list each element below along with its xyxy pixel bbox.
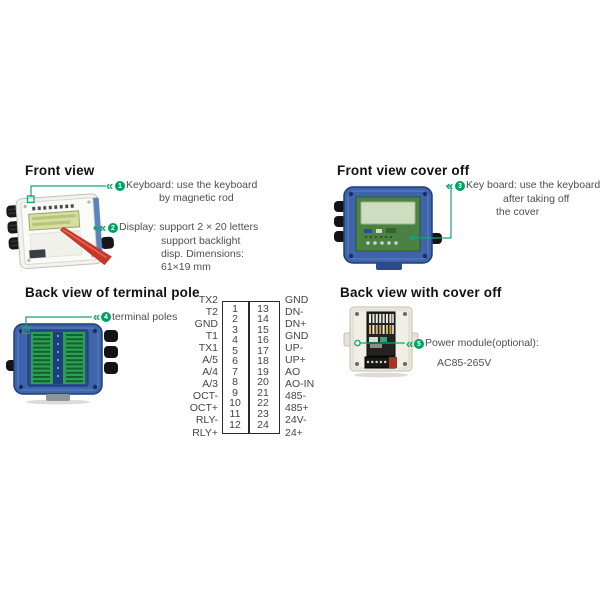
terminal-right-label: AO-IN [285,378,315,391]
terminal-left-label: TX1 [198,342,218,355]
terminal-pin-number: 5 [232,344,238,357]
front-view-cover-off-device-illustration [334,186,442,270]
model-label-marks [32,204,74,211]
terminal-pin-number: 17 [257,344,269,357]
terminal-right-label: UP+ [285,354,306,367]
terminal-pin-number: 12 [229,418,241,431]
annotation-3-badge: 3 [455,181,465,191]
annotation-1-line-2: by magnetic rod [159,192,234,204]
exposed-pcb [355,196,421,252]
terminal-right-label: GND [285,294,309,306]
terminal-pin-number: 13 [257,302,269,315]
terminal-right-labels: GND DN- DN+ GND UP- UP+ AO AO-IN 485- 48… [285,294,330,439]
annotation-2-line-1: Display: support 2 × 20 letters [119,221,259,233]
guillemet-mark-5: « [406,336,414,351]
terminal-pin-number: 18 [257,355,269,368]
terminal-right-numbers: 13 14 15 16 17 18 19 20 21 22 23 24 [250,302,276,431]
back-view-terminal-title: Back view of terminal pole [25,285,200,300]
annotation-2-line-2: support backlight [161,235,241,247]
terminal-pin-number: 22 [257,397,269,410]
guillemet-mark-4: « [93,309,101,324]
terminal-pin-number: 9 [232,386,238,399]
annotation-2-badge: 2 [108,223,118,233]
annotation-5-line-1: Power module(optional): [425,337,539,349]
terminal-left-label: T2 [205,306,218,319]
terminal-left-label: TX2 [198,294,218,306]
terminal-pin-number: 16 [257,334,269,347]
annotation-3-line-2: after taking off [503,193,570,205]
terminal-left-numbers: 1 2 3 4 5 6 7 8 9 10 11 12 [224,302,246,431]
terminal-pin-number: 10 [229,397,241,410]
terminal-pin-number: 8 [232,376,238,389]
annotation-2-line-4: 61×19 mm [161,261,211,273]
terminal-right-label: GND [285,330,309,343]
annotation-4-badge: 4 [101,312,111,322]
cable-glands [6,205,115,250]
terminal-strip [364,356,397,369]
front-view-cover-off-device-photo [334,181,446,275]
back-view-cover-off-device-photo [342,301,422,389]
keyboard-buttons [366,241,398,245]
terminal-right-label: 485- [285,390,307,403]
terminal-pin-number: 6 [232,355,238,368]
terminal-left-label: OCT+ [189,402,218,415]
magnetic-rod [59,226,112,266]
terminal-left-label: A/5 [202,354,218,367]
terminal-pin-number: 21 [257,386,269,399]
front-view-cover-off-title: Front view cover off [337,163,470,178]
back-view-cover-off-title: Back view with cover off [340,285,502,300]
terminal-right-label: UP- [285,342,304,355]
back-view-terminal-device-illustration [6,323,118,405]
terminal-pin-number: 4 [232,334,238,347]
terminal-pin-number: 23 [257,407,269,420]
terminal-right-label: DN+ [285,318,307,331]
terminal-left-labels: TX2 T2 GND T1 TX1 A/5 A/4 A/3 OCT- OCT+ … [183,294,218,439]
terminal-pin-number: 7 [232,365,238,378]
terminal-left-label: A/4 [202,366,218,379]
terminal-block-area [27,329,89,387]
terminal-right-label: 485+ [285,402,309,415]
annotation-5-badge: 5 [414,339,424,349]
terminal-right-label: 24+ [285,426,303,439]
terminal-pin-number: 11 [229,407,241,420]
annotation-2-line-3: disp. Dimensions: [161,248,244,260]
terminal-left-label: A/3 [202,378,218,391]
front-view-title: Front view [25,163,95,178]
terminal-left-label: RLY+ [192,426,218,439]
back-view-terminal-device-photo [6,314,122,406]
annotation-4-label: terminal poles [112,311,178,323]
guillemet-mark-1: « [106,178,114,193]
annotation-1-line-1: Keyboard: use the keyboard [126,179,258,191]
terminal-pin-number: 2 [232,313,238,326]
annotation-3-line-1: Key board: use the keyboard [466,179,600,191]
terminal-table-divider [247,302,250,433]
cable-glands [6,330,118,374]
annotation-5-line-2: AC85-265V [437,357,492,369]
terminal-right-label: 24V- [285,414,307,427]
terminal-left-label: RLY- [195,414,218,427]
terminal-left-label: GND [194,318,218,331]
terminal-right-label: AO [285,366,301,379]
terminal-pin-number: 24 [257,418,269,431]
terminal-pin-number: 15 [257,323,269,336]
terminal-left-label: T1 [205,330,218,343]
power-module [366,311,396,357]
terminal-pin-number: 14 [257,313,269,326]
guillemet-mark-2: « [99,220,107,235]
lcd-display [28,210,81,231]
guillemet-mark-3: « [446,178,454,193]
terminal-pin-number: 3 [232,323,238,336]
terminal-table-box [222,301,280,434]
terminal-right-label: DN- [285,306,304,319]
terminal-left-label: OCT- [192,390,218,403]
annotation-3-line-3: the cover [496,206,540,218]
terminal-pin-number: 1 [232,302,238,315]
terminal-pin-number: 19 [257,365,269,378]
terminal-pin-number: 20 [257,376,269,389]
back-view-cover-off-device-illustration [343,306,419,378]
annotation-1-badge: 1 [115,181,125,191]
